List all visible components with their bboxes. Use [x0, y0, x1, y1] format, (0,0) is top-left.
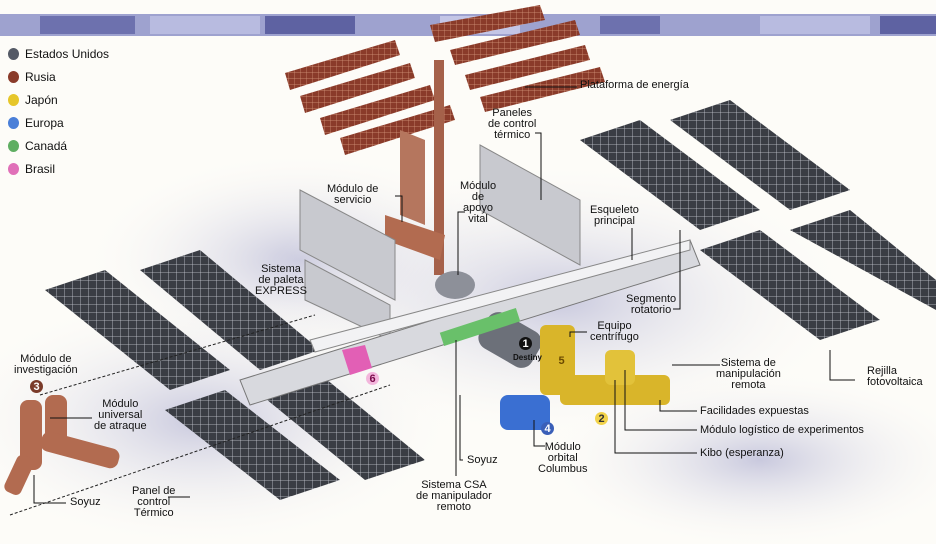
label-power-platform: Plataforma de energía [580, 79, 689, 91]
label-line: rotatorio [630, 304, 672, 316]
label-line: Sistema CSA [421, 479, 487, 491]
label-line: de control [488, 118, 537, 130]
legend-item-japan: Japón [8, 88, 109, 111]
label-line: remoto [436, 501, 472, 513]
label-line: vital [468, 213, 488, 225]
legend-label: Rusia [25, 69, 56, 84]
color-dot [8, 139, 19, 152]
color-dot [8, 47, 19, 60]
number-badge-6: 6 [366, 372, 379, 385]
legend-item-europe: Europa [8, 111, 109, 134]
dashed-connectors [9, 314, 391, 516]
solar-arrays [45, 100, 936, 500]
label-soyuz-left: Soyuz [70, 496, 101, 508]
label-line: Paneles [492, 107, 533, 119]
legend-label: Europa [25, 115, 64, 130]
label-soyuz-mid: Soyuz [467, 454, 498, 466]
legend-label: Japón [25, 92, 58, 107]
label-kibo: Kibo (esperanza) [700, 447, 784, 459]
label-line: apoyo [463, 202, 494, 214]
number-badge-1: 1 [519, 337, 532, 350]
label-line: universal [98, 409, 143, 421]
number-badge-4: 4 [541, 422, 554, 435]
legend-label: Canadá [25, 138, 68, 153]
label-line: servicio [334, 194, 372, 206]
label-line: Térmico [133, 507, 174, 519]
legend-label: Brasil [25, 161, 56, 176]
label-line: térmico [494, 129, 531, 141]
label-line: fotovoltaica [867, 376, 923, 388]
color-dot [8, 70, 19, 83]
label-line: orbital [547, 452, 578, 464]
label-line: control [137, 496, 171, 508]
label-line: Sistema de [720, 357, 776, 369]
leader-lines [33, 86, 855, 504]
legend-item-canada: Canadá [8, 134, 109, 157]
legend-item-brazil: Brasil [8, 157, 109, 180]
label-line: Segmento [626, 293, 677, 305]
label-exposed-facility: Facilidades expuestas [700, 405, 809, 417]
label-line: Módulo [544, 441, 581, 453]
legend-item-us: Estados Unidos [8, 42, 109, 65]
legend-item-russia: Rusia [8, 65, 109, 88]
label-line: centrífugo [590, 331, 639, 343]
label-line: Módulo [460, 180, 497, 192]
legend-label: Estados Unidos [25, 46, 110, 61]
label-line: Módulo de [20, 353, 72, 365]
modules [4, 271, 670, 495]
legend: Estados Unidos Rusia Japón Europa Canadá… [8, 42, 109, 180]
power-platform [285, 5, 605, 275]
color-dot [8, 116, 19, 129]
thermal-radiators [299, 144, 581, 341]
label-line: manipulación [716, 368, 781, 380]
label-line: Módulo de [327, 183, 379, 195]
label-destiny: Destiny [513, 353, 542, 362]
label-line: de paleta [258, 274, 304, 286]
color-dot [8, 162, 19, 175]
color-dot [8, 93, 19, 106]
label-line: Sistema [261, 263, 301, 275]
label-line: de [471, 191, 485, 203]
label-line: investigación [14, 364, 78, 376]
label-line: remota [731, 379, 766, 391]
label-line: Módulo [102, 398, 139, 410]
label-line: Equipo [597, 320, 632, 332]
label-line: Panel de [132, 485, 176, 497]
number-badge-5: 5 [558, 354, 565, 367]
label-line: Rejilla [867, 365, 897, 377]
label-line: Columbus [538, 463, 588, 475]
number-badge-3: 3 [30, 380, 43, 393]
label-line: de manipulador [416, 490, 492, 502]
label-line: principal [593, 215, 635, 227]
label-line: Esqueleto [590, 204, 639, 216]
label-line: EXPRESS [255, 285, 307, 297]
label-logistics-module: Módulo logístico de experimentos [700, 424, 864, 436]
number-badge-2: 2 [595, 412, 608, 425]
label-line: de atraque [94, 420, 147, 432]
